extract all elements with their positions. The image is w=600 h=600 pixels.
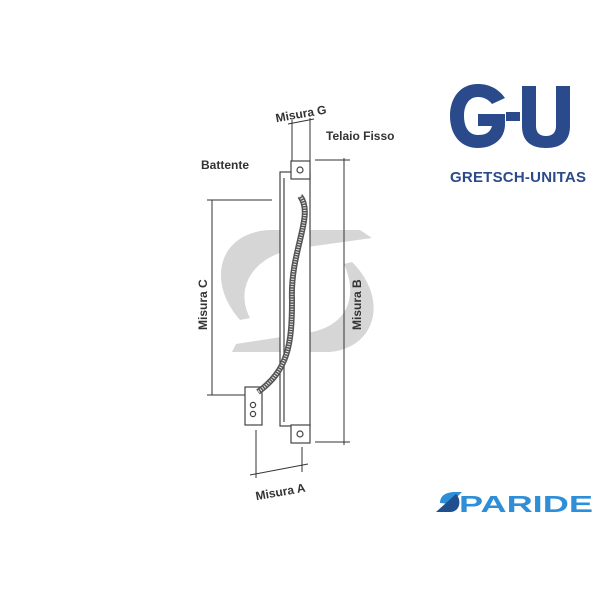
label-misura-b: Misura B [350, 279, 364, 330]
watermark-s-shape [220, 230, 374, 352]
label-battente: Battente [201, 158, 249, 172]
dimension-lines [207, 118, 350, 478]
gu-logo [450, 84, 570, 148]
label-telaio-fisso: Telaio Fisso [326, 129, 394, 143]
sparide-logo: PARIDE [436, 491, 593, 517]
label-misura-c: Misura C [196, 279, 210, 330]
cable-transition-device [244, 160, 311, 444]
brand-name: GRETSCH-UNITAS [450, 169, 586, 186]
svg-text:PARIDE: PARIDE [459, 491, 593, 517]
label-misura-a: Misura A [255, 481, 307, 504]
